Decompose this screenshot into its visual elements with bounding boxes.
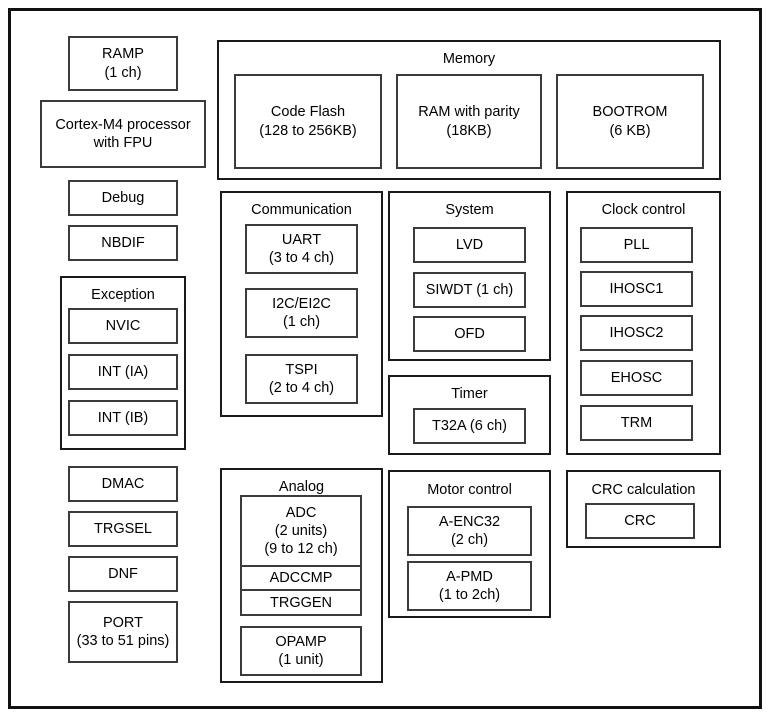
block-opamp-name: OPAMP [275,633,327,650]
block-opamp-detail: (1 unit) [278,652,324,668]
block-tspi: TSPI (2 to 4 ch) [245,354,358,404]
group-clock-control-title: Clock control [601,202,686,218]
block-t32a-name: T32A (6 ch) [432,417,507,434]
block-ehosc: EHOSC [580,360,693,396]
block-ehosc-name: EHOSC [610,369,663,386]
block-trgsel-name: TRGSEL [93,520,152,537]
block-ramp: RAMP (1 ch) [68,36,178,91]
block-crc-name: CRC [624,512,656,529]
block-port-detail: (33 to 51 pins) [76,633,170,649]
block-trggen-name: TRGGEN [269,594,333,611]
block-crc: CRC [585,503,695,539]
block-ramp-detail: (1 ch) [104,64,142,81]
block-uart: UART (3 to 4 ch) [245,224,358,274]
block-ihosc1: IHOSC1 [580,271,693,307]
block-adc-detail-units: (2 units) [274,522,328,539]
block-dmac-name: DMAC [101,475,145,492]
block-ofd-name: OFD [454,325,485,342]
block-int-ib: INT (IB) [68,400,178,436]
block-i2c-ei2c-detail: (1 ch) [282,314,321,330]
block-dnf-name: DNF [108,565,138,582]
block-trggen: TRGGEN [242,589,360,614]
block-tspi-detail: (2 to 4 ch) [268,380,335,396]
block-cortex-m4-name: Cortex-M4 processor [55,116,191,133]
block-ihosc2: IHOSC2 [580,315,693,351]
block-ramp-name: RAMP [102,46,144,63]
block-debug-name: Debug [101,189,145,206]
block-a-pmd-detail: (1 to 2ch) [438,587,501,603]
block-tspi-name: TSPI [285,361,318,378]
block-uart-detail: (3 to 4 ch) [268,250,335,266]
group-communication-title: Communication [251,202,352,218]
block-i2c-ei2c: I2C/EI2C (1 ch) [245,288,358,338]
block-ihosc1-name: IHOSC1 [609,280,664,297]
block-bootrom-detail: (6 KB) [609,122,651,139]
block-pll-name: PLL [623,236,650,253]
block-bootrom: BOOTROM (6 KB) [556,74,704,169]
block-adccmp: ADCCMP [242,564,360,590]
block-pll: PLL [580,227,693,263]
group-system-title: System [445,202,494,218]
block-t32a: T32A (6 ch) [413,408,526,444]
block-a-pmd: A-PMD (1 to 2ch) [407,561,532,611]
block-bootrom-name: BOOTROM [592,104,668,121]
block-siwdt: SIWDT (1 ch) [413,272,526,308]
block-a-enc32: A-ENC32 (2 ch) [407,506,532,556]
block-int-ia-name: INT (IA) [97,363,149,380]
block-code-flash-name: Code Flash [270,104,346,121]
block-lvd-name: LVD [455,236,484,253]
block-lvd: LVD [413,227,526,263]
block-ihosc2-name: IHOSC2 [609,324,664,341]
block-adc-detail-channels: (9 to 12 ch) [264,540,338,557]
block-int-ib-name: INT (IB) [97,409,149,426]
block-int-ia: INT (IA) [68,354,178,390]
block-ofd: OFD [413,316,526,352]
block-cortex-m4: Cortex-M4 processor with FPU [40,100,206,168]
block-trm-name: TRM [620,414,653,431]
group-motor-control-title: Motor control [427,482,512,498]
block-code-flash: Code Flash (128 to 256KB) [234,74,382,169]
block-ram-with-parity-name: RAM with parity [418,104,520,121]
group-crc-calculation-title: CRC calculation [591,482,696,498]
group-exception-title: Exception [91,287,155,303]
block-opamp: OPAMP (1 unit) [240,626,362,676]
block-a-pmd-name: A-PMD [446,568,493,585]
block-ram-with-parity: RAM with parity (18KB) [396,74,542,169]
block-i2c-ei2c-name: I2C/EI2C [272,295,331,312]
group-analog-title: Analog [278,479,325,495]
group-memory-title: Memory [442,51,496,67]
block-port-name: PORT [102,614,144,631]
block-a-enc32-name: A-ENC32 [438,513,501,530]
block-trm: TRM [580,405,693,441]
block-adc-stack: ADC (2 units) (9 to 12 ch) ADCCMP TRGGEN [240,495,362,616]
block-a-enc32-detail: (2 ch) [450,532,489,548]
block-nvic: NVIC [68,308,178,344]
block-nbdif: NBDIF [68,225,178,261]
block-nbdif-name: NBDIF [101,234,145,251]
block-dmac: DMAC [68,466,178,502]
block-dnf: DNF [68,556,178,592]
block-trgsel: TRGSEL [68,511,178,547]
block-siwdt-name: SIWDT (1 ch) [425,281,514,298]
block-adccmp-name: ADCCMP [269,570,333,587]
block-uart-name: UART [281,231,322,248]
block-port: PORT (33 to 51 pins) [68,601,178,663]
block-nvic-name: NVIC [105,317,141,334]
block-code-flash-detail: (128 to 256KB) [259,122,357,139]
block-adc-name: ADC [285,504,317,521]
block-ram-with-parity-detail: (18KB) [446,122,492,139]
block-cortex-m4-detail: with FPU [93,135,153,151]
block-debug: Debug [68,180,178,216]
block-adc: ADC (2 units) (9 to 12 ch) [242,497,360,565]
group-timer-title: Timer [451,386,488,402]
